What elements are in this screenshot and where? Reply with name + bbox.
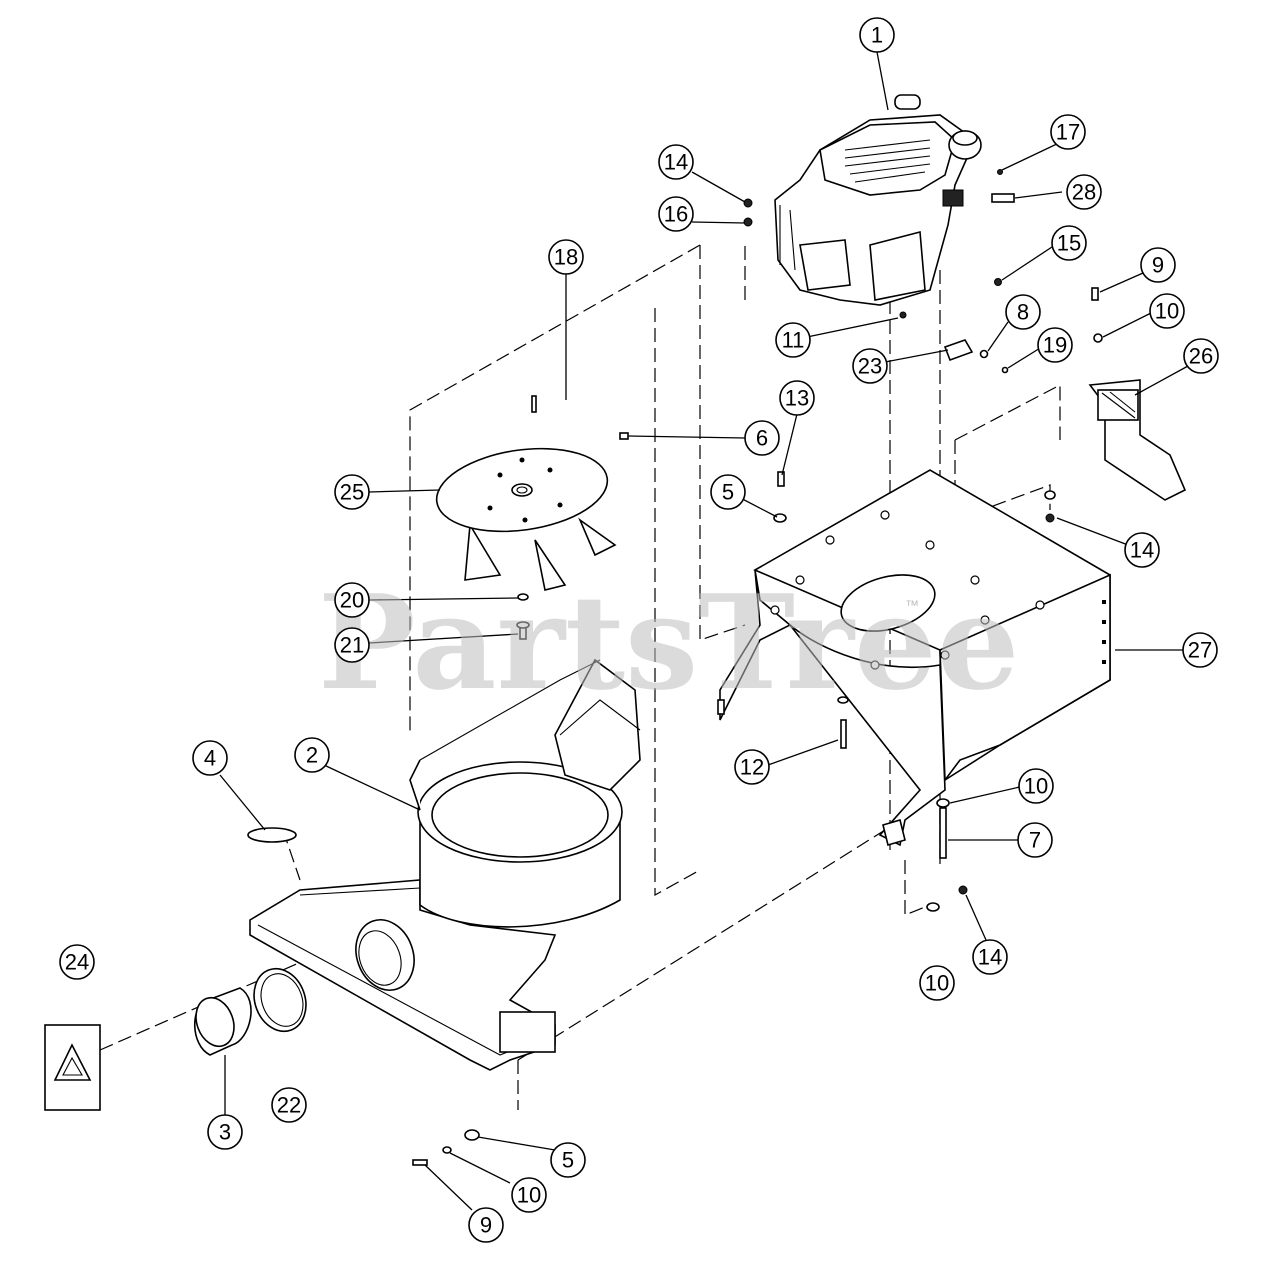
callout-label: 3 bbox=[219, 1120, 231, 1145]
callout-label: 5 bbox=[562, 1148, 574, 1173]
callout-label: 9 bbox=[1152, 253, 1164, 278]
callout-label: 26 bbox=[1189, 344, 1213, 369]
callout-7[interactable]: 7 bbox=[1017, 822, 1053, 858]
callout-label: 18 bbox=[554, 245, 578, 270]
blower-housing bbox=[249, 658, 641, 1071]
callout-21[interactable]: 21 bbox=[334, 627, 370, 663]
watermark-text: PartsTree bbox=[318, 566, 1019, 719]
callout-1[interactable]: 1 bbox=[859, 17, 895, 53]
callout-5-lower[interactable]: 5 bbox=[550, 1142, 586, 1178]
callout-14-top[interactable]: 14 bbox=[658, 144, 694, 180]
watermark-tm: ™ bbox=[905, 597, 919, 613]
callout-label: 22 bbox=[277, 1093, 301, 1118]
fan-impeller bbox=[435, 395, 629, 640]
callout-14-right[interactable]: 14 bbox=[1124, 532, 1160, 568]
callout-13[interactable]: 13 bbox=[779, 380, 815, 416]
callout-22[interactable]: 22 bbox=[271, 1087, 307, 1123]
callout-19[interactable]: 19 bbox=[1037, 327, 1073, 363]
callout-label: 20 bbox=[340, 588, 364, 613]
callout-label: 25 bbox=[340, 480, 364, 505]
callout-6[interactable]: 6 bbox=[744, 420, 780, 456]
callout-12[interactable]: 12 bbox=[734, 749, 770, 785]
callout-label: 21 bbox=[340, 633, 364, 658]
callout-17[interactable]: 17 bbox=[1050, 114, 1086, 150]
callout-label: 5 bbox=[722, 480, 734, 505]
callout-label: 8 bbox=[1017, 300, 1029, 325]
small-parts bbox=[44, 827, 307, 1111]
callout-label: 10 bbox=[925, 971, 949, 996]
callout-label: 27 bbox=[1188, 638, 1212, 663]
callout-label: 28 bbox=[1072, 180, 1096, 205]
callout-label: 12 bbox=[740, 755, 764, 780]
callout-10-right[interactable]: 10 bbox=[1149, 293, 1185, 329]
callout-20[interactable]: 20 bbox=[334, 582, 370, 618]
callout-label: 10 bbox=[1024, 774, 1048, 799]
callout-26[interactable]: 26 bbox=[1183, 338, 1219, 374]
callout-10-frame[interactable]: 10 bbox=[1018, 768, 1054, 804]
callout-label: 23 bbox=[858, 354, 882, 379]
callout-label: 14 bbox=[978, 945, 1002, 970]
callout-label: 14 bbox=[1130, 538, 1154, 563]
callout-label: 9 bbox=[480, 1213, 492, 1238]
callout-label: 10 bbox=[1155, 299, 1179, 324]
watermark: PartsTree ™ bbox=[318, 566, 1019, 719]
callout-10-lower[interactable]: 10 bbox=[919, 965, 955, 1001]
callout-label: 19 bbox=[1043, 333, 1067, 358]
callout-11[interactable]: 11 bbox=[775, 322, 811, 358]
callout-8[interactable]: 8 bbox=[1005, 294, 1041, 330]
callout-24[interactable]: 24 bbox=[59, 944, 95, 980]
hardware bbox=[412, 169, 1103, 1166]
callout-label: 2 bbox=[306, 743, 318, 768]
callout-16[interactable]: 16 bbox=[658, 196, 694, 232]
callout-4[interactable]: 4 bbox=[192, 740, 228, 776]
callout-label: 17 bbox=[1056, 120, 1080, 145]
callout-label: 10 bbox=[517, 1183, 541, 1208]
callout-15[interactable]: 15 bbox=[1051, 225, 1087, 261]
leader-lines bbox=[219, 51, 1189, 1211]
callout-label: 16 bbox=[664, 202, 688, 227]
frame-chassis bbox=[717, 469, 1111, 847]
engine bbox=[774, 94, 982, 306]
callout-label: 6 bbox=[756, 426, 768, 451]
callout-label: 15 bbox=[1057, 231, 1081, 256]
callout-10-bottom[interactable]: 10 bbox=[511, 1177, 547, 1213]
callout-label: 14 bbox=[664, 150, 688, 175]
callout-18[interactable]: 18 bbox=[548, 239, 584, 275]
callout-2[interactable]: 2 bbox=[294, 737, 330, 773]
callout-label: 1 bbox=[871, 23, 883, 48]
callout-9-right[interactable]: 9 bbox=[1140, 247, 1176, 283]
callout-14-lower[interactable]: 14 bbox=[972, 939, 1008, 975]
callout-label: 13 bbox=[785, 386, 809, 411]
callout-label: 24 bbox=[65, 950, 89, 975]
callout-label: 4 bbox=[204, 746, 216, 771]
callout-5-upper[interactable]: 5 bbox=[710, 474, 746, 510]
callout-28[interactable]: 28 bbox=[1066, 174, 1102, 210]
callout-label: 11 bbox=[782, 328, 805, 353]
callout-27[interactable]: 27 bbox=[1182, 632, 1218, 668]
bracket bbox=[1088, 379, 1187, 501]
callout-23[interactable]: 23 bbox=[852, 348, 888, 384]
callout-3[interactable]: 3 bbox=[207, 1114, 243, 1150]
callout-label: 7 bbox=[1029, 828, 1041, 853]
callout-9-bottom[interactable]: 9 bbox=[468, 1207, 504, 1243]
callout-25[interactable]: 25 bbox=[334, 474, 370, 510]
